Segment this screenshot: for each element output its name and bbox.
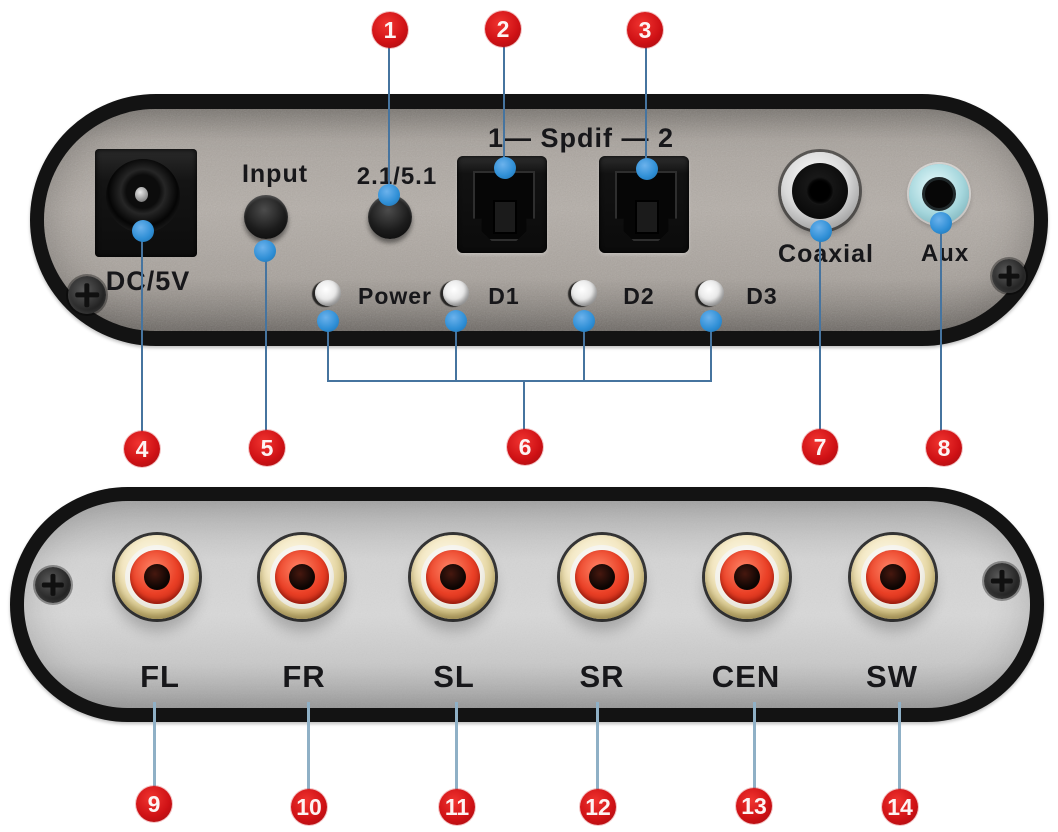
rca-hole	[734, 564, 760, 590]
rca-jack-fr	[260, 535, 344, 619]
marker-dot-d2-led	[573, 310, 595, 332]
led-bracket-bar	[327, 380, 712, 382]
marker-dot-d3-led	[700, 310, 722, 332]
callout-2: 2	[485, 11, 521, 47]
dc-jack-pin	[135, 187, 148, 202]
leader-line-6	[523, 381, 525, 430]
decoder-output-panel: FL FR SL SR CEN SW	[10, 487, 1044, 722]
callout-14: 14	[882, 789, 918, 825]
rca-jack-sl	[411, 535, 495, 619]
rca-label-fl: FL	[140, 659, 180, 694]
screw-icon	[68, 276, 106, 314]
rca-jack-cen	[705, 535, 789, 619]
screw-icon	[984, 563, 1020, 599]
led-bracket-line	[710, 321, 712, 381]
rca-jack-fl	[115, 535, 199, 619]
leader-line-4	[141, 231, 143, 432]
screw-icon	[35, 567, 71, 603]
rca-hole	[880, 564, 906, 590]
d2-led	[571, 280, 597, 306]
led-bracket-line	[327, 321, 329, 381]
leader-line-9	[153, 702, 156, 787]
leader-line-12	[596, 702, 599, 790]
led-label-power: Power	[357, 283, 433, 309]
callout-3: 3	[627, 12, 663, 48]
marker-dot-d1-led	[445, 310, 467, 332]
led-label-d2: D2	[623, 283, 655, 309]
rca-label-cen: CEN	[711, 659, 781, 694]
input-select-button	[244, 195, 288, 239]
marker-dot-power-led	[317, 310, 339, 332]
callout-11: 11	[439, 789, 475, 825]
decoder-rear-panel: DC/5V Input 2.1/5.1 1— Spdif — 2 Coaxial…	[30, 94, 1048, 346]
marker-dot-mode-button	[378, 184, 400, 206]
rca-hole	[589, 564, 615, 590]
marker-dot-coaxial	[810, 220, 832, 242]
led-label-d1: D1	[488, 283, 520, 309]
callout-1: 1	[372, 12, 408, 48]
rca-label-sl: SL	[433, 659, 475, 694]
marker-dot-aux	[930, 212, 952, 234]
rca-hole	[144, 564, 170, 590]
leader-line-14	[898, 702, 901, 790]
callout-13: 13	[736, 788, 772, 824]
callout-6: 6	[507, 429, 543, 465]
leader-line-5	[265, 251, 267, 431]
power-led	[315, 280, 341, 306]
rca-label-sw: SW	[866, 659, 918, 694]
rca-label-sr: SR	[579, 659, 625, 694]
spdif-optical-port-2	[599, 156, 689, 253]
leader-line-13	[753, 702, 756, 789]
rca-jack-sr	[560, 535, 644, 619]
coaxial-jack-hole	[806, 177, 834, 205]
rca-hole	[289, 564, 315, 590]
marker-dot-spdif-1	[494, 157, 516, 179]
leader-line-10	[307, 702, 310, 790]
callout-12: 12	[580, 789, 616, 825]
led-label-d3: D3	[746, 283, 778, 309]
marker-dot-input-button	[254, 240, 276, 262]
callout-8: 8	[926, 430, 962, 466]
aux-label: Aux	[920, 240, 970, 267]
callout-7: 7	[802, 429, 838, 465]
dc-voltage-label: DC/5V	[105, 266, 191, 296]
aux-jack-hole	[922, 177, 956, 211]
input-label: Input	[241, 160, 309, 188]
callout-9: 9	[136, 786, 172, 822]
leader-line-11	[455, 702, 458, 790]
leader-line-1	[388, 47, 390, 196]
aux-jack	[909, 164, 969, 224]
marker-dot-dc-jack	[132, 220, 154, 242]
spdif-group-label: 1— Spdif — 2	[487, 123, 675, 153]
callout-4: 4	[124, 431, 160, 467]
coaxial-label: Coaxial	[778, 240, 874, 268]
optical-port-shutter	[493, 200, 517, 234]
led-bracket-line	[455, 321, 457, 381]
screw-icon	[992, 259, 1026, 293]
callout-10: 10	[291, 789, 327, 825]
rca-hole	[440, 564, 466, 590]
optical-port-shutter	[635, 200, 659, 234]
callout-5: 5	[249, 430, 285, 466]
leader-line-8	[940, 223, 942, 431]
mode-label: 2.1/5.1	[356, 163, 438, 190]
leader-line-3	[645, 47, 647, 170]
marker-dot-spdif-2	[636, 158, 658, 180]
leader-line-7	[819, 231, 821, 430]
rca-jack-sw	[851, 535, 935, 619]
led-bracket-line	[583, 321, 585, 381]
coaxial-jack	[781, 152, 859, 230]
rca-label-fr: FR	[282, 659, 326, 694]
leader-line-2	[503, 46, 505, 169]
d3-led	[698, 280, 724, 306]
d1-led	[443, 280, 469, 306]
